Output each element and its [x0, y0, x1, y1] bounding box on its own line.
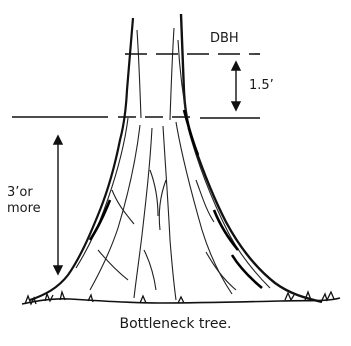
small-interval-label: 1.5’ — [249, 78, 274, 93]
trunk-left-outline — [30, 18, 133, 300]
dbh-label: DBH — [210, 31, 239, 46]
trunk-right-outline — [181, 14, 322, 302]
large-interval-arrow — [54, 136, 62, 274]
small-interval-arrow — [232, 62, 240, 110]
large-interval-label-line2: more — [7, 201, 41, 216]
figure-caption: Bottleneck tree. — [0, 316, 351, 332]
large-interval-label-line1: 3’or — [7, 185, 33, 200]
bark-texture — [76, 28, 270, 300]
